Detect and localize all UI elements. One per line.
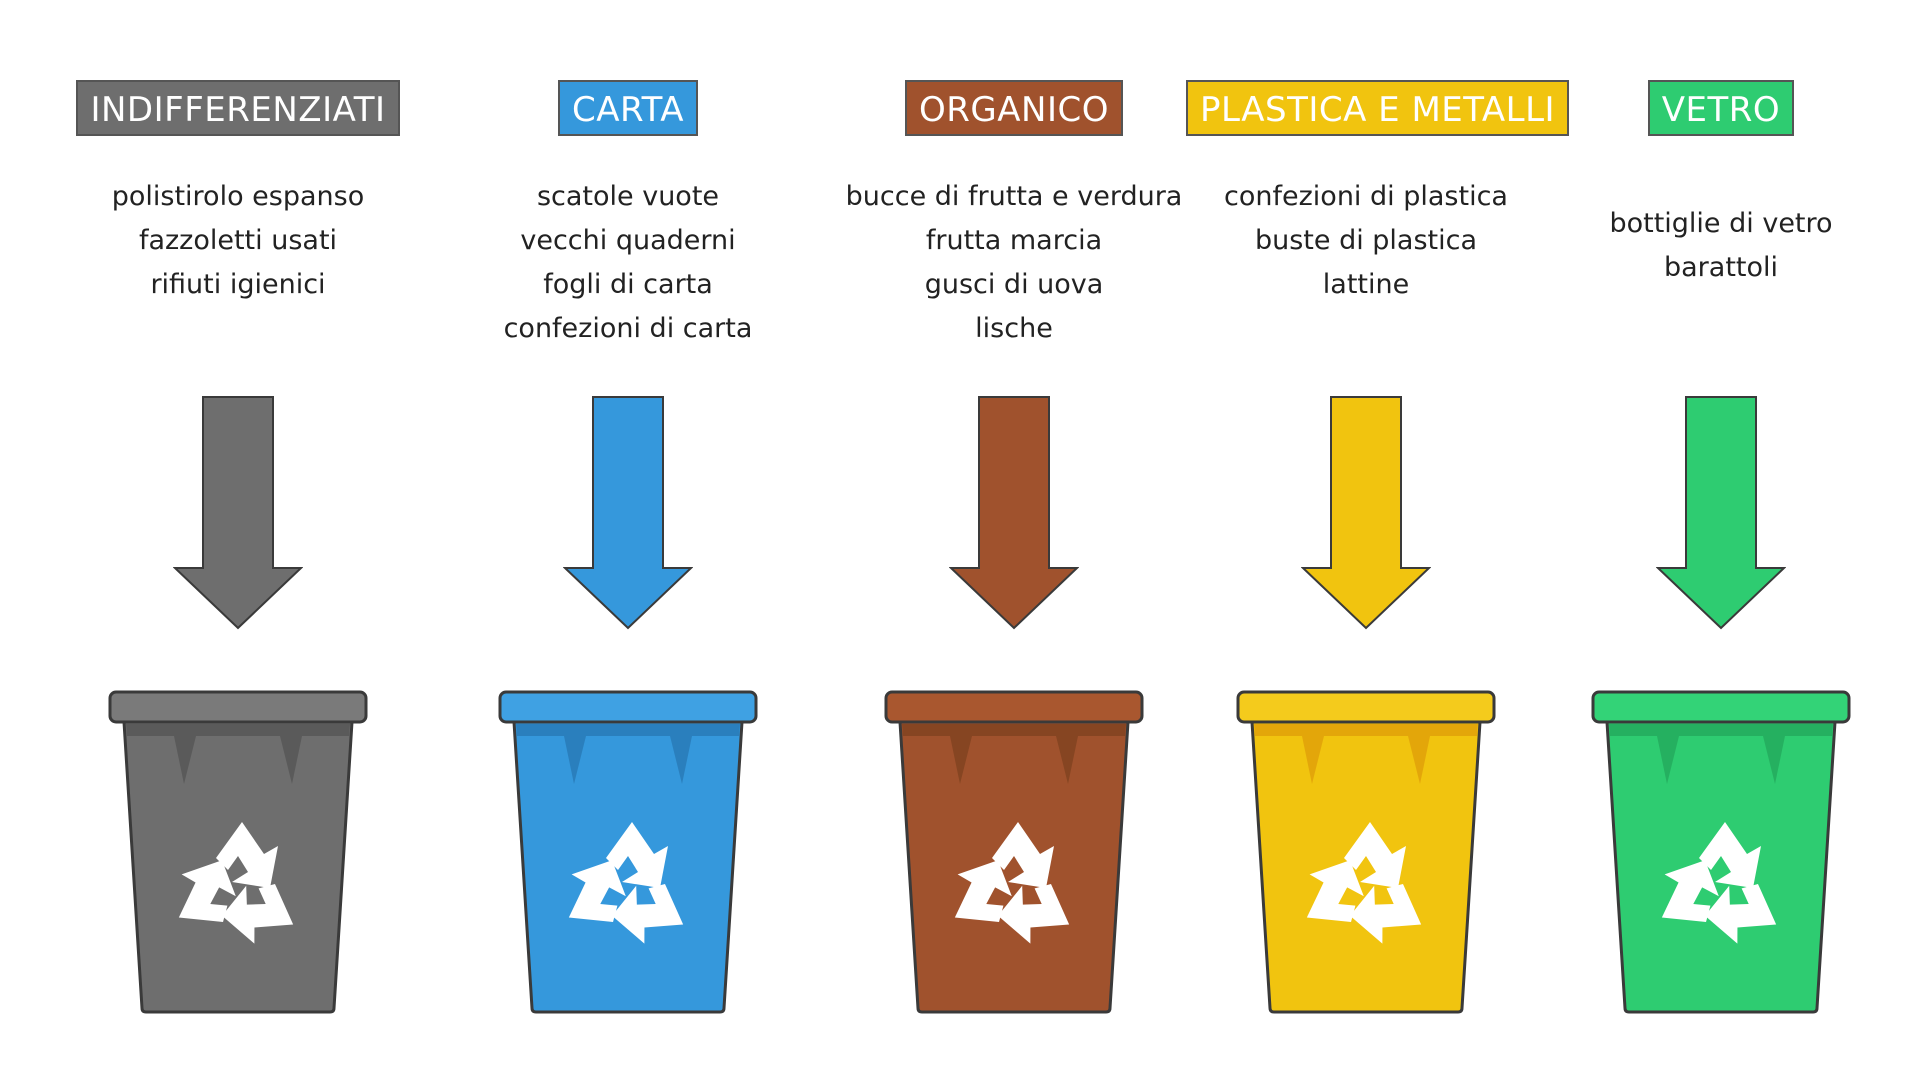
- down-arrow-icon: [949, 396, 1079, 630]
- item: confezioni di carta: [503, 313, 753, 344]
- recycle-icon: [568, 822, 684, 944]
- item: polistirolo espanso: [111, 181, 365, 212]
- item: lattine: [1322, 269, 1410, 300]
- item: fazzoletti usati: [138, 225, 338, 256]
- recycle-icon: [178, 822, 294, 944]
- item: confezioni di plastica: [1224, 181, 1508, 212]
- recycling-bin: [498, 690, 758, 1014]
- recycle-icon: [1306, 822, 1422, 944]
- category-items: bottiglie di vetro barattoli: [1541, 202, 1901, 290]
- category-vetro: VETRO bottiglie di vetro barattoli: [1541, 0, 1901, 1080]
- item: fogli di carta: [543, 269, 713, 300]
- item: bottiglie di vetro: [1609, 208, 1833, 239]
- recycling-bin: [1591, 690, 1851, 1014]
- category-title: PLASTICA E METALLI: [1186, 80, 1570, 136]
- category-items: confezioni di plastica buste di plastica…: [1186, 175, 1546, 307]
- category-title: INDIFFERENZIATI: [76, 80, 400, 136]
- category-plastica-e-metalli: PLASTICA E METALLI confezioni di plastic…: [1186, 0, 1570, 1080]
- item: rifiuti igienici: [150, 269, 326, 300]
- category-indifferenziati: INDIFFERENZIATI polistirolo espanso fazz…: [58, 0, 418, 1080]
- category-carta: CARTA scatole vuote vecchi quaderni fogl…: [448, 0, 808, 1080]
- category-title: CARTA: [557, 80, 699, 136]
- category-items: polistirolo espanso fazzoletti usati rif…: [58, 175, 418, 307]
- down-arrow-icon: [1301, 396, 1431, 630]
- category-items: bucce di frutta e verdura frutta marcia …: [834, 175, 1194, 351]
- item: scatole vuote: [536, 181, 720, 212]
- item: barattoli: [1663, 252, 1779, 283]
- category-title: ORGANICO: [905, 80, 1123, 136]
- item: frutta marcia: [925, 225, 1103, 256]
- down-arrow-icon: [563, 396, 693, 630]
- recycling-bin: [1236, 690, 1496, 1014]
- recycle-icon: [1661, 822, 1777, 944]
- category-title: VETRO: [1647, 80, 1795, 136]
- item: buste di plastica: [1254, 225, 1478, 256]
- recycling-bin: [108, 690, 368, 1014]
- item: bucce di frutta e verdura: [845, 181, 1183, 212]
- category-organico: ORGANICO bucce di frutta e verdura frutt…: [834, 0, 1194, 1080]
- item: gusci di uova: [924, 269, 1104, 300]
- down-arrow-icon: [1656, 396, 1786, 630]
- category-items: scatole vuote vecchi quaderni fogli di c…: [448, 175, 808, 351]
- item: vecchi quaderni: [520, 225, 736, 256]
- recycling-bin: [884, 690, 1144, 1014]
- item: lische: [975, 313, 1053, 344]
- recycle-icon: [954, 822, 1070, 944]
- down-arrow-icon: [173, 396, 303, 630]
